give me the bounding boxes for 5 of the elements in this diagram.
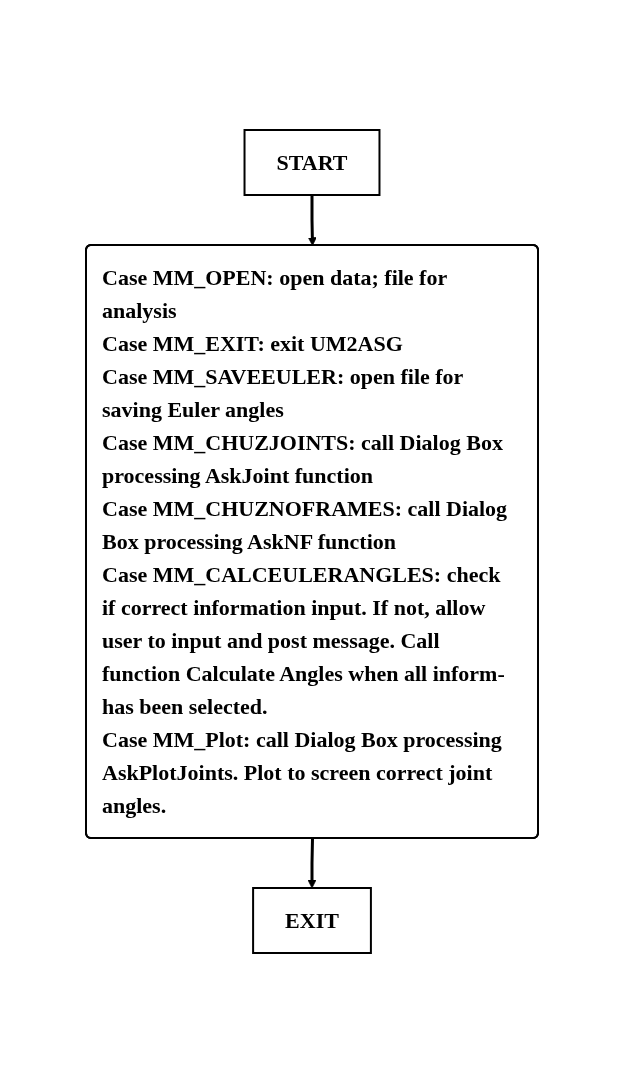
node-box: START [243, 128, 380, 196]
node-box: EXIT [251, 886, 372, 954]
node-text: Case MM_OPEN: open data; file for analysis Case MM_EXIT: exit UM2ASG Case MM_SAVEEULER: open file for saving Euler angles Case MM_CHUZJOINTS: call Dialog Box processing AskJoint function Case MM_CHUZNOFRAMES: call Dialog Box processing AskNF function Case MM_CALCEULERANGLES: check if correct information input. If not, allow user to input and post message. Call function Calculate Angles when all inform- has been selected. Case MM_Plot: call Dialog Box processing AskPlotJoints. Plot to screen correct joint angles. [101, 264, 507, 818]
arrow [307, 837, 316, 888]
arrow [307, 194, 317, 246]
